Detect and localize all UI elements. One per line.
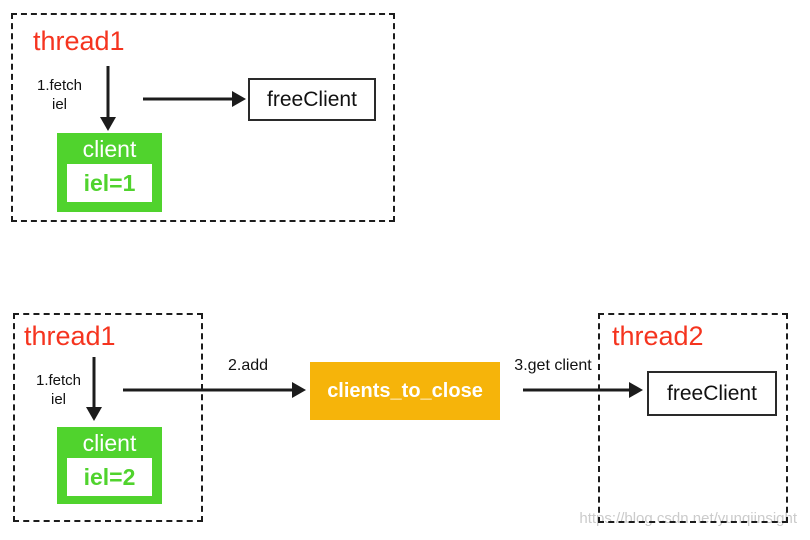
free-client-box-thread2: freeClient — [647, 371, 777, 416]
arrow-shaft — [143, 97, 234, 101]
arrow-right-icon — [123, 382, 306, 398]
arrow-head — [86, 407, 102, 421]
iel-value-box: iel=2 — [67, 458, 152, 496]
fetch-iel-step-label-top: 1.fetch iel — [22, 76, 97, 114]
thread1-bottom-title: thread1 — [24, 321, 116, 351]
client-box-title: client — [82, 136, 137, 162]
thread1-top-container: thread1 1.fetch iel client iel=1 freeCli… — [11, 13, 395, 222]
arrow-down-icon — [100, 66, 116, 131]
arrow-shaft — [523, 388, 631, 392]
arrow-down-icon — [86, 357, 102, 421]
fetch-step-line1: 1.fetch — [35, 372, 82, 389]
thread2-container: thread2 freeClient — [598, 313, 788, 523]
fetch-step-line2: iel — [50, 391, 66, 408]
get-client-step-label: 3.get client — [514, 357, 592, 374]
thread1-bottom-container: thread1 1.fetch iel client iel=2 — [13, 313, 203, 522]
arrow-head — [100, 117, 116, 131]
arrow-shaft — [92, 357, 96, 409]
clients-to-close-box: clients_to_close — [310, 362, 500, 420]
client-box-bottom: client iel=2 — [57, 427, 162, 504]
arrow-shaft — [106, 66, 110, 119]
add-step-label: 2.add — [227, 357, 269, 374]
iel-value-box: iel=1 — [67, 164, 152, 202]
free-client-box-top: freeClient — [248, 78, 376, 121]
arrow-head — [629, 382, 643, 398]
arrow-right-icon — [143, 91, 246, 107]
client-box-title: client — [82, 430, 137, 456]
fetch-iel-step-label-bottom: 1.fetch iel — [21, 371, 96, 409]
thread1-top-title: thread1 — [33, 26, 125, 56]
arrow-head — [232, 91, 246, 107]
thread2-title: thread2 — [612, 321, 704, 351]
client-box-top: client iel=1 — [57, 133, 162, 212]
arrow-shaft — [123, 388, 294, 392]
arrow-right-icon — [523, 382, 643, 398]
fetch-step-line1: 1.fetch — [36, 77, 83, 94]
arrow-head — [292, 382, 306, 398]
fetch-step-line2: iel — [51, 96, 67, 113]
